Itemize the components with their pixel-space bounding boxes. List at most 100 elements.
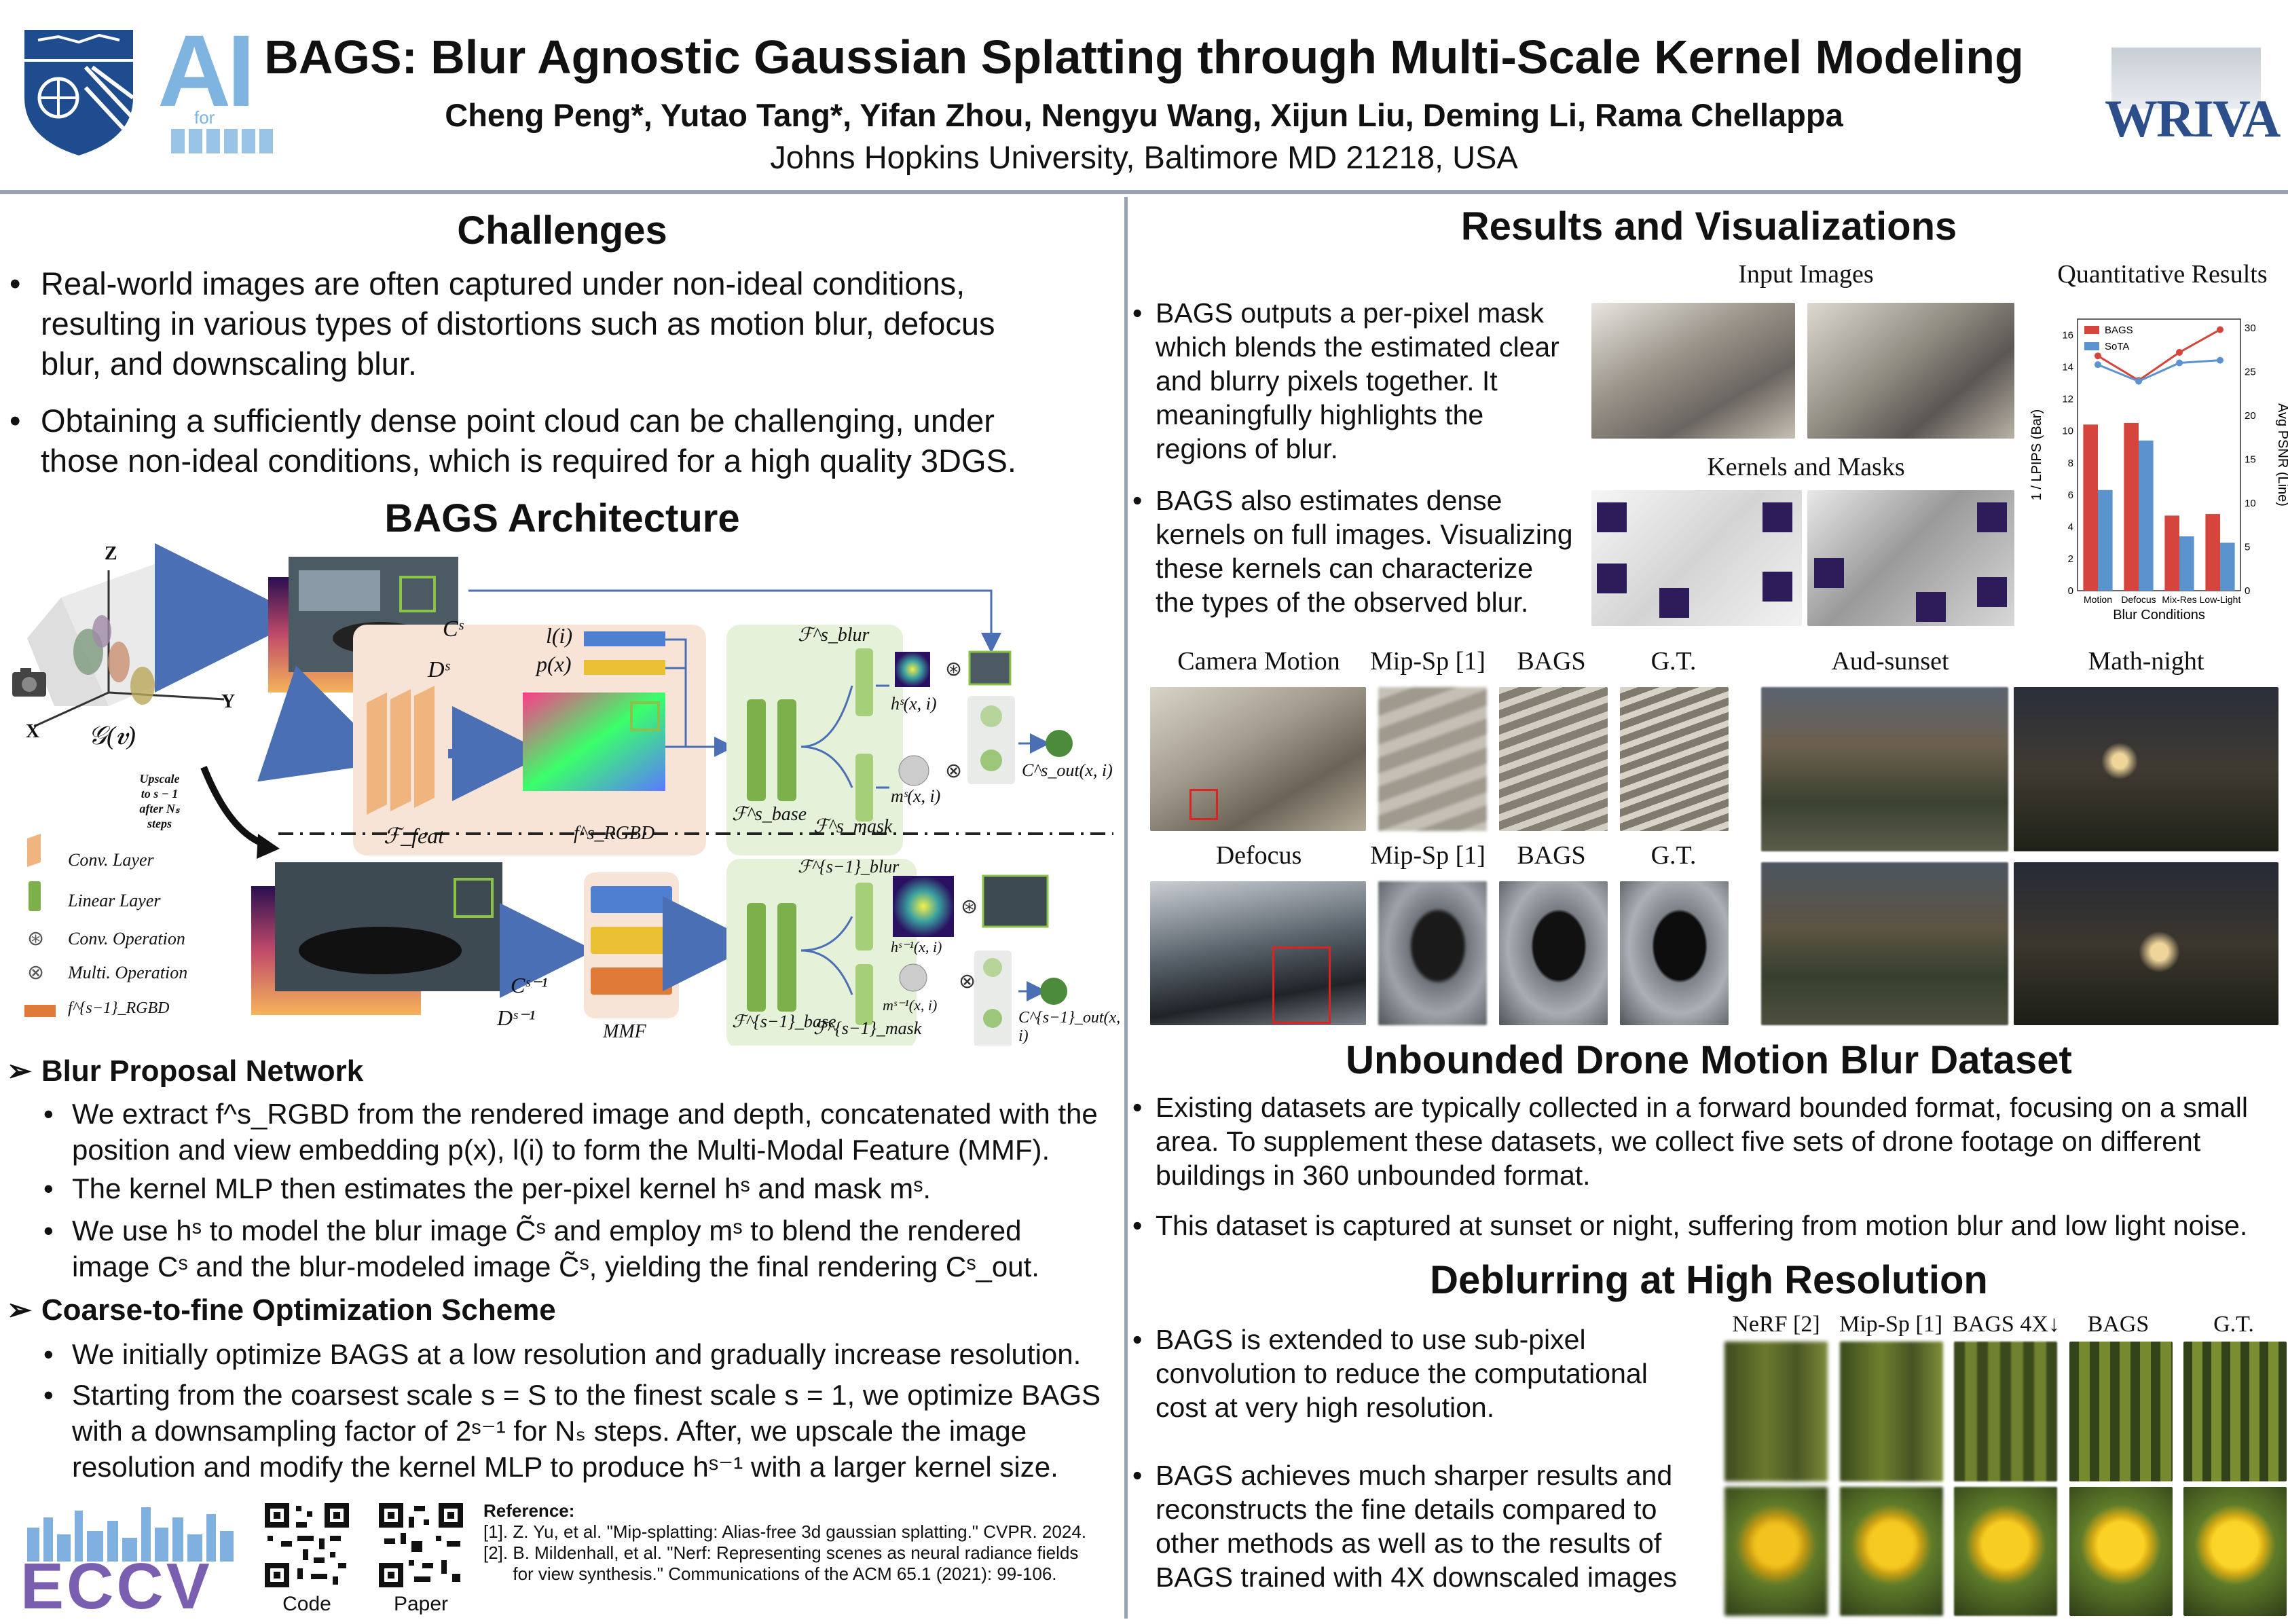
bar-bags (2205, 514, 2220, 591)
qr-code-icon (376, 1500, 466, 1590)
results-title: Results and Visualizations (1460, 204, 1957, 248)
label-camera-motion: Camera Motion (1177, 647, 1340, 676)
code-label: Code (282, 1593, 331, 1615)
kernel-visual-top (895, 652, 930, 687)
paper-label: Paper (393, 1593, 449, 1615)
hires-gt-flower (2183, 1487, 2287, 1616)
point-sota (2095, 361, 2101, 369)
kernels-masks-label: Kernels and Masks (1707, 453, 1905, 481)
label-mipsp-hires: Mip-Sp [1] (1839, 1312, 1943, 1337)
x-tick-label: Motion (2084, 594, 2112, 605)
hires-nerf-cactus (1724, 1342, 1828, 1481)
y2-tick-label: 15 (2245, 454, 2256, 465)
x-axis-label: Blur Conditions (2113, 608, 2205, 623)
legend-swatch (2084, 342, 2099, 350)
label-bags-4x: BAGS 4X↓ (1953, 1312, 2060, 1337)
y2-tick-label: 30 (2245, 322, 2256, 334)
hires-gt-cactus (2183, 1342, 2287, 1481)
y-axis-label: 1 / LPIPS (Bar) (2029, 409, 2044, 501)
c2f-heading: ➢Coarse-to-fine Optimization Scheme (7, 1293, 556, 1327)
y-tick-label: 2 (2068, 553, 2073, 565)
challenges-bullet-2: • Obtaining a sufficiently dense point c… (10, 403, 1016, 479)
label-defocus: Defocus (1215, 841, 1302, 870)
defocus-mipsp (1378, 881, 1487, 1025)
mask-visual-top (898, 755, 929, 786)
legend-swatch (2084, 326, 2099, 334)
camera-motion-gt (1620, 687, 1729, 831)
legend-label: BAGS (2105, 325, 2133, 336)
eccv-logo: ECCV (20, 1500, 244, 1623)
label-gt-hires: G.T. (2213, 1312, 2254, 1337)
references: Reference: [1]. Z. Yu, et al. "Mip-splat… (483, 1500, 1086, 1584)
hires-bags4x-cactus (1954, 1342, 2057, 1481)
y-tick-label: 8 (2068, 458, 2073, 469)
legend-label: SoTA (2105, 341, 2129, 352)
output-pixel-top (1046, 730, 1073, 757)
affiliation: Johns Hopkins University, Baltimore MD 2… (770, 139, 1518, 175)
y-tick-label: 16 (2062, 330, 2073, 342)
bar-sota (2139, 440, 2154, 591)
bpn-bullet-2: • The kernel MLP then estimates the per-… (43, 1173, 931, 1204)
camera-icon (12, 668, 46, 697)
line-sota (2097, 359, 2221, 383)
bar-sota (2179, 536, 2194, 591)
architecture-svg: ⊛ ⊗ ⊛ ⊗ (12, 543, 1113, 1046)
input-image-defocus (1807, 303, 2014, 439)
x-tick-label: Low-Light (2200, 594, 2241, 605)
x-tick-label: Defocus (2121, 594, 2156, 605)
defocus-input (1150, 881, 1366, 1025)
y-tick-label: 14 (2062, 362, 2073, 373)
camera-motion-input (1150, 687, 1366, 831)
point-bags (2095, 352, 2101, 360)
jhu-shield-logo (24, 30, 135, 155)
bpn-bullet-1: • We extract f^s_RGBD from the rendered … (43, 1098, 1098, 1166)
input-images-label: Input Images (1738, 260, 1874, 289)
drone-bullet-1: • Existing datasets are typically collec… (1132, 1092, 2248, 1191)
svg-text:⊗: ⊗ (27, 961, 44, 984)
hires-bags-cactus (2069, 1342, 2173, 1481)
column-divider (1124, 197, 1128, 1619)
math-night-image-2 (2014, 862, 2278, 1025)
label-bags-row1: BAGS (1517, 647, 1586, 676)
label-aud-sunset: Aud-sunset (1831, 647, 1949, 676)
wriva-logo: WRIVA (2105, 48, 2281, 163)
paper-qr-code[interactable] (376, 1500, 466, 1590)
math-night-image-1 (2014, 687, 2278, 851)
svg-text:⊛: ⊛ (961, 896, 978, 918)
y-tick-label: 12 (2062, 394, 2073, 405)
x-tick-label: Mix-Res (2162, 594, 2196, 605)
defocus-gt (1620, 881, 1729, 1025)
y2-tick-label: 20 (2245, 410, 2256, 422)
poster-header: AI for BAGS: Blur Agnostic Gaussian Spla… (0, 0, 2288, 190)
kernel-visual-bottom (893, 876, 954, 937)
point-bags (2217, 326, 2224, 333)
y2-axis-label: Avg PSNR (Line) (2275, 403, 2288, 506)
aud-sunset-image-2 (1761, 862, 2008, 1025)
label-mipsp-row2: Mip-Sp [1] (1370, 841, 1486, 870)
bar-bags (2124, 422, 2139, 591)
y2-tick-label: 0 (2245, 585, 2250, 597)
c2f-bullet-1: • We initially optimize BAGS at a low re… (43, 1338, 1082, 1370)
line-bags (2097, 329, 2221, 382)
hires-bags-flower (2069, 1487, 2173, 1616)
point-sota (2135, 377, 2142, 385)
camera-motion-mipsp (1378, 687, 1487, 831)
bar-bags (2083, 424, 2098, 591)
label-math-night: Math-night (2088, 647, 2204, 676)
svg-text:⊛: ⊛ (27, 927, 44, 950)
code-qr-code[interactable] (262, 1500, 352, 1590)
hires-bullet-2: • BAGS achieves much sharper results and… (1132, 1460, 1678, 1593)
y2-tick-label: 10 (2245, 498, 2256, 509)
output-pixel-bottom (1040, 978, 1067, 1005)
hires-bags4x-flower (1954, 1487, 2057, 1616)
y-tick-label: 6 (2068, 490, 2073, 501)
upscale-note: Upscale to s − 1 after Nₛ steps (139, 772, 180, 830)
c2f-bullet-2: • Starting from the coarsest scale s = S… (43, 1379, 1101, 1483)
y-tick-label: 0 (2068, 585, 2073, 597)
hires-nerf-flower (1724, 1487, 1828, 1616)
point-sota (2176, 359, 2183, 367)
